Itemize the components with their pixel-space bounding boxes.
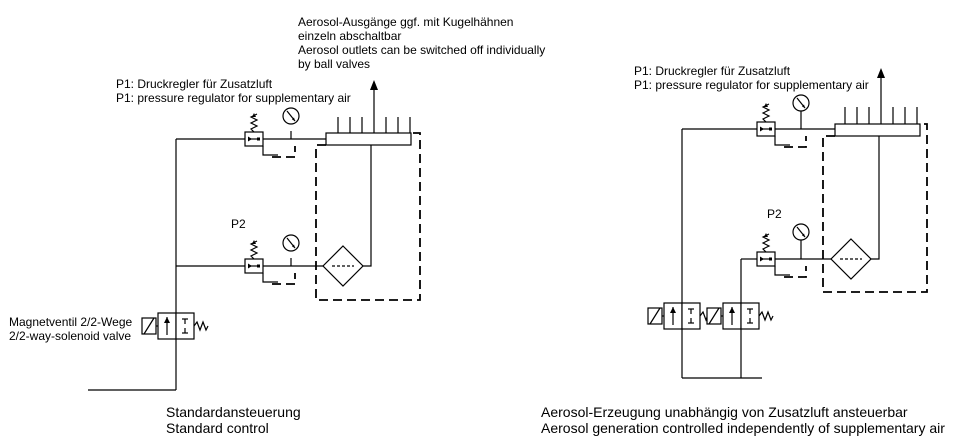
p1-regulator-symbol [756, 102, 776, 137]
p1-gauge-icon [282, 107, 300, 125]
solenoid-valve-symbol [141, 312, 209, 340]
left-schematic [88, 80, 421, 391]
aerosol-manifold [325, 132, 412, 146]
p2-regulator-symbol [756, 232, 776, 267]
p2-gauge-icon [792, 223, 810, 241]
aerosol-manifold [834, 123, 921, 137]
aerosol-generator-symbol [322, 245, 364, 287]
right-p1-label-de: P1: Druckregler für Zusatzluft [634, 64, 791, 78]
outlets-note-line-2: einzeln abschaltbar [298, 29, 402, 43]
right-schematic [647, 68, 928, 379]
left-caption-de: Standardansteuerung [166, 404, 301, 420]
aerosol-unit-enclosure [315, 132, 421, 301]
outlets-note-line-4: by ball valves [298, 57, 371, 71]
right-caption-en: Aerosol generation controlled independen… [541, 420, 945, 436]
p2-regulator-symbol [244, 239, 264, 274]
right-caption-de: Aerosol-Erzeugung unabhängig von Zusatzl… [541, 404, 908, 420]
p1-regulator-symbol [244, 112, 264, 147]
aerosol-unit-enclosure [822, 123, 928, 293]
right-p2-label: P2 [767, 207, 782, 221]
outlets-note-line-3: Aerosol outlets can be switched off indi… [298, 43, 546, 57]
left-p1-label-en: P1: pressure regulator for supplementary… [116, 91, 351, 105]
left-p2-label: P2 [231, 217, 246, 231]
right-p1-label-en: P1: pressure regulator for supplementary… [634, 78, 869, 92]
p1-gauge-icon [792, 94, 810, 112]
solenoid-label-de: Magnetventil 2/2-Wege [9, 315, 133, 329]
solenoid-label-en: 2/2-way-solenoid valve [9, 329, 132, 343]
p2-gauge-icon [282, 234, 300, 252]
aerosol-generator-symbol [830, 238, 872, 280]
outlets-note-line-1: Aerosol-Ausgänge ggf. mit Kugelhähnen [298, 15, 514, 29]
left-caption-en: Standard control [166, 420, 269, 436]
left-p1-label-de: P1: Druckregler für Zusatzluft [116, 77, 273, 91]
solenoid-valve-symbol-2 [706, 302, 774, 330]
solenoid-valve-symbol-1 [647, 302, 715, 330]
